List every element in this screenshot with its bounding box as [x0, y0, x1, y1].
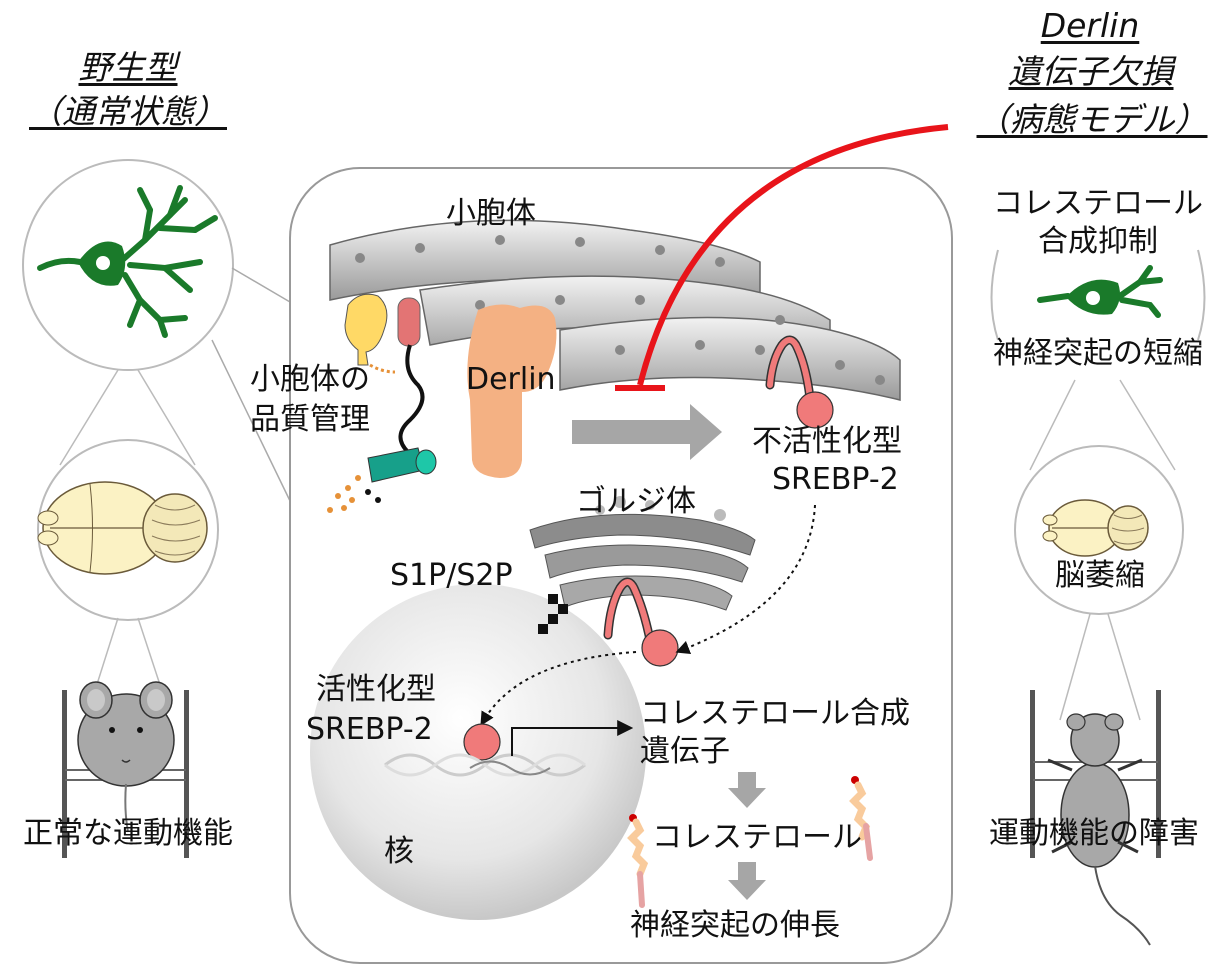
- right-panel: [990, 249, 1206, 946]
- cholesterol-label: コレステロール: [652, 820, 862, 855]
- inactive-srebp2-line2: SREBP-2: [772, 462, 899, 497]
- right-cholesterol-line2: 合成抑制: [1038, 224, 1158, 259]
- left-header-line2: （通常状態）: [29, 92, 227, 131]
- short-neuron-icon: [1037, 265, 1163, 318]
- cholesterol-molecule-left-icon: [627, 814, 649, 908]
- right-header-line1: Derlin: [1040, 6, 1140, 45]
- derlin-protein: [467, 304, 557, 478]
- genes-label-line2: 遺伝子: [640, 734, 730, 769]
- atrophied-brain-icon: [1042, 499, 1149, 557]
- transcription-arrow: [511, 720, 634, 756]
- left-footer: 正常な運動機能: [23, 816, 233, 851]
- nucleus-label: 核: [384, 834, 414, 869]
- right-neuron-bracket-left: [990, 249, 999, 341]
- dna-icon: [384, 753, 586, 777]
- right-footer: 運動機能の障害: [989, 816, 1199, 851]
- golgi-srebp2-icon: [603, 577, 679, 667]
- qc-label-line1: 小胞体の: [250, 362, 370, 397]
- er-stacks: [329, 219, 901, 401]
- right-cholesterol-line1: コレステロール: [993, 186, 1203, 221]
- healthy-brain-icon: [37, 481, 208, 575]
- down-arrow-2: [728, 862, 766, 900]
- derlin-loss-inhibition: [615, 124, 949, 391]
- inactive-srebp2-icon: [765, 335, 834, 429]
- right-neuron-bracket-right: [1197, 249, 1206, 341]
- right-brain-atrophy: 脳萎縮: [1055, 558, 1145, 593]
- neurite-extension-label: 神経突起の伸長: [630, 908, 840, 943]
- inactive-srebp2-line1: 不活性化型: [752, 424, 902, 459]
- cell: [289, 167, 953, 964]
- dotted-arrow-er-to-golgi: [675, 504, 816, 654]
- s1p-s2p-protease-icon: [538, 594, 568, 634]
- right-neurite-shortening: 神経突起の短縮: [993, 336, 1203, 371]
- left-panel: [22, 159, 293, 858]
- erad-complex-icon: [327, 293, 437, 513]
- cholesterol-molecule-right-icon: [849, 776, 873, 861]
- impaired-mouse-icon: [1030, 690, 1161, 946]
- right-header-line2: 遺伝子欠損: [1008, 52, 1174, 91]
- dotted-arrow-golgi-to-nucleus: [480, 651, 637, 726]
- genes-label-line1: コレステロール合成: [640, 696, 910, 731]
- golgi-stacks: [529, 496, 756, 611]
- qc-label-line2: 品質管理: [250, 402, 370, 437]
- zoom-line-top: [231, 267, 291, 303]
- transport-arrow: [572, 404, 722, 460]
- left-header-line1: 野生型: [78, 48, 178, 87]
- healthy-neuron-icon: [37, 185, 218, 338]
- golgi-label: ゴルジ体: [576, 484, 696, 519]
- derlin-label: Derlin: [466, 362, 556, 397]
- active-srebp2: [463, 723, 501, 761]
- active-srebp2-line2: SREBP-2: [306, 712, 433, 747]
- protease-label: S1P/S2P: [390, 558, 513, 593]
- right-header-line3: （病態モデル）: [976, 100, 1208, 139]
- er-label: 小胞体: [446, 196, 536, 231]
- zoom-line-bottom: [211, 339, 293, 506]
- active-srebp2-line1: 活性化型: [316, 672, 436, 707]
- down-arrow-1: [728, 772, 766, 808]
- healthy-mouse-icon: [62, 681, 189, 858]
